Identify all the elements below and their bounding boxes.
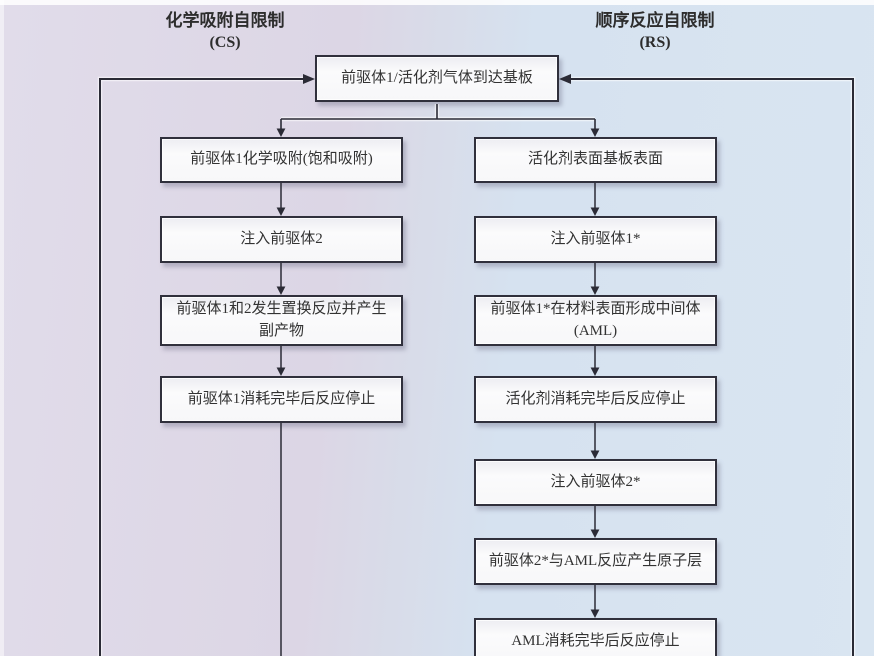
rs-step-1: 活化剂表面基板表面 bbox=[474, 137, 717, 183]
rs-step-4: 活化剂消耗完毕后反应停止 bbox=[474, 376, 717, 423]
arrowhead-into-start-left bbox=[303, 74, 315, 84]
cs-title-abbr: (CS) bbox=[209, 34, 241, 51]
rs-title-text: 顺序反应自限制 bbox=[595, 11, 715, 30]
cs-step-2: 注入前驱体2 bbox=[160, 216, 403, 263]
cs-title-text: 化学吸附自限制 bbox=[165, 11, 285, 30]
start-branch-lines bbox=[280, 104, 596, 129]
rs-column-title: 顺序反应自限制 (RS) bbox=[555, 10, 755, 54]
cs-step-4: 前驱体1消耗完毕后反应停止 bbox=[160, 376, 403, 423]
rs-title-abbr: (RS) bbox=[639, 34, 671, 51]
rs-step-5: 注入前驱体2* bbox=[474, 459, 717, 506]
cs-step-1: 前驱体1化学吸附(饱和吸附) bbox=[160, 137, 403, 183]
arrowhead-into-start-right bbox=[559, 74, 571, 84]
rs-step-2: 注入前驱体1* bbox=[474, 216, 717, 263]
rs-step-6: 前驱体2*与AML反应产生原子层 bbox=[474, 538, 717, 585]
cs-step-3: 前驱体1和2发生置换反应并产生 副产物 bbox=[160, 295, 403, 346]
top-highlight-strip bbox=[0, 0, 874, 5]
left-highlight-strip bbox=[0, 0, 4, 656]
arrowhead-rs-1 bbox=[590, 128, 600, 137]
rs-step-3: 前驱体1*在材料表面形成中间体 (AML) bbox=[474, 295, 717, 346]
cs-column-title: 化学吸附自限制 (CS) bbox=[125, 10, 325, 54]
arrowhead-cs-1 bbox=[276, 128, 286, 137]
flow-node-start: 前驱体1/活化剂气体到达基板 bbox=[315, 55, 559, 102]
rs-step-7: AML消耗完毕后反应停止 bbox=[474, 618, 717, 656]
